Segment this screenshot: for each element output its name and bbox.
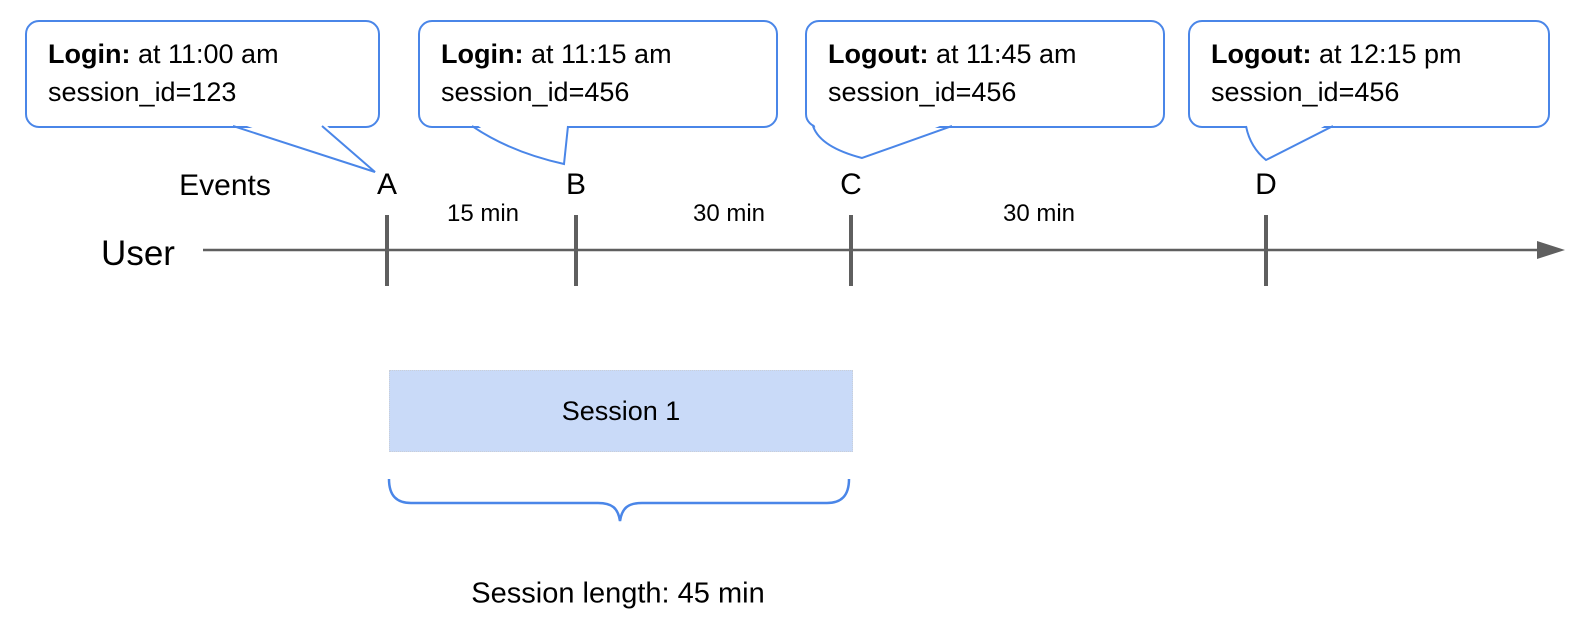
callout-session-id: session_id=456: [1211, 77, 1400, 107]
callout-event-type: Logout:: [1211, 39, 1312, 69]
callout-event-time: at 11:00 am: [130, 39, 279, 69]
event-marker-b: B: [565, 168, 587, 201]
interval-label-cd: 30 min: [1002, 200, 1076, 227]
callout-line-1: Login: at 11:00 am: [48, 35, 358, 73]
callout-tail-a-icon: [232, 125, 376, 173]
callout-line-1: Logout: at 12:15 pm: [1211, 35, 1528, 73]
callout-event-time: at 12:15 pm: [1311, 39, 1462, 69]
callout-event-time: at 11:45 am: [928, 39, 1077, 69]
callout-session-id: session_id=123: [48, 77, 237, 107]
events-label: Events: [179, 169, 271, 202]
callout-event-type: Logout:: [828, 39, 929, 69]
callout-logout-c: Logout: at 11:45 am session_id=456: [805, 20, 1165, 128]
interval-label-ab: 15 min: [446, 200, 520, 227]
callout-logout-d: Logout: at 12:15 pm session_id=456: [1188, 20, 1550, 128]
callout-line-1: Login: at 11:15 am: [441, 35, 756, 73]
callout-tail-d-icon: [1245, 125, 1334, 162]
callout-login-b: Login: at 11:15 am session_id=456: [418, 20, 778, 128]
interval-label-bc: 30 min: [692, 200, 766, 227]
callout-event-type: Login:: [441, 39, 524, 69]
session-length-label: Session length: 45 min: [471, 577, 765, 610]
event-marker-a: A: [376, 168, 398, 201]
callout-event-time: at 11:15 am: [523, 39, 672, 69]
event-marker-c: C: [840, 168, 862, 201]
callout-login-a: Login: at 11:00 am session_id=123: [25, 20, 380, 128]
session-length-brace: [387, 478, 851, 522]
callout-session-id: session_id=456: [828, 77, 1017, 107]
callout-event-type: Login:: [48, 39, 131, 69]
callout-line-1: Logout: at 11:45 am: [828, 35, 1143, 73]
session-box-label: Session 1: [561, 395, 681, 426]
event-marker-d: D: [1255, 168, 1277, 201]
session-box: Session 1: [389, 370, 853, 452]
timeline-arrowhead-icon: [1537, 241, 1565, 259]
user-label: User: [101, 234, 175, 273]
callout-tail-a-fill: [233, 121, 375, 172]
callout-tail-b-icon: [471, 125, 569, 166]
callout-session-id: session_id=456: [441, 77, 630, 107]
callout-tail-c-icon: [812, 125, 953, 160]
